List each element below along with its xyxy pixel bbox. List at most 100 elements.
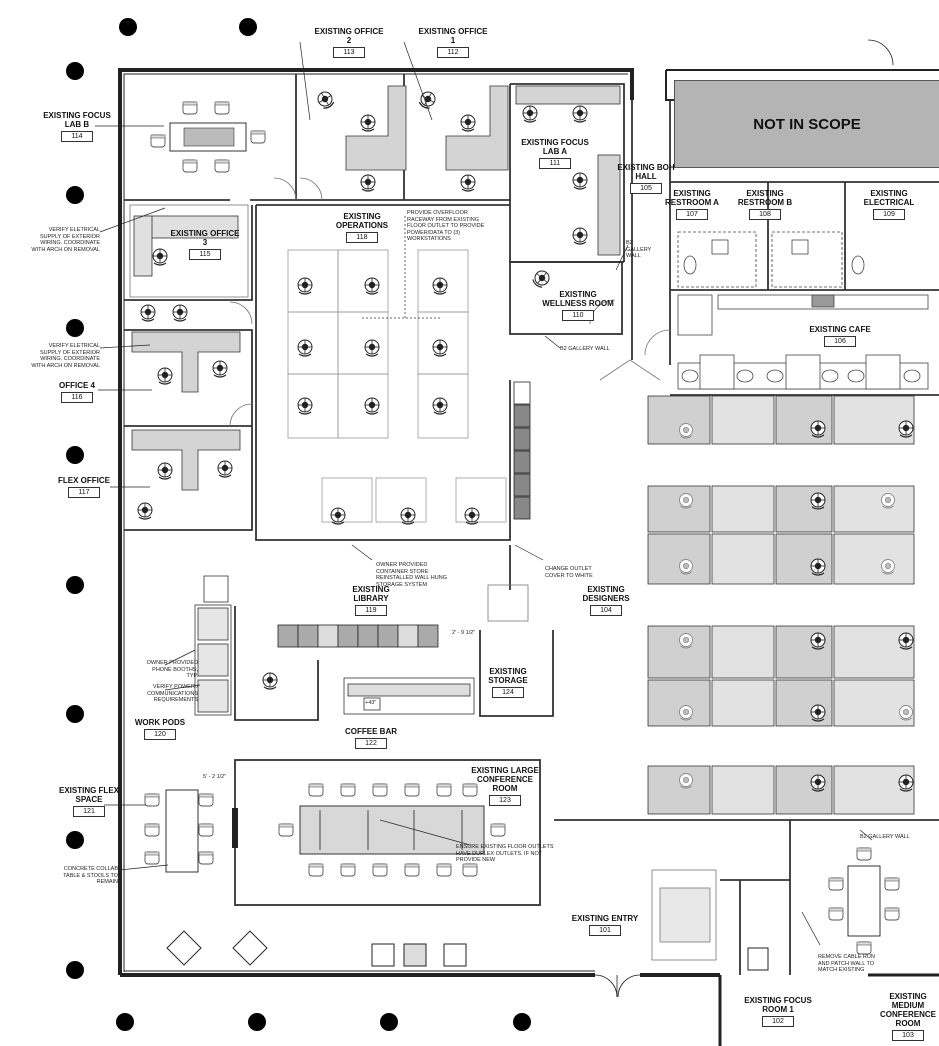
note-phone-booths: OWNER PROVIDED PHONE BOOTHS, TYP. (146, 660, 198, 679)
height-coffee-bar: +43" (365, 700, 377, 706)
room-name: EXISTING CAFE (809, 325, 871, 334)
room-label-electrical: EXISTING ELECTRICAL 109 (850, 189, 928, 220)
medium-conference-furniture (828, 847, 900, 955)
room-label-designers: EXISTING DESIGNERS 104 (570, 585, 642, 616)
room-number: 107 (676, 209, 708, 220)
operations-workstations (287, 249, 507, 523)
room-name: EXISTING FOCUS ROOM 1 (744, 996, 812, 1014)
room-name: EXISTING RESTROOM A (665, 189, 719, 207)
room-name: EXISTING MEDIUM CONFERENCE ROOM (879, 992, 936, 1028)
room-number: 118 (346, 232, 378, 243)
room-label-operations: EXISTING OPERATIONS 118 (324, 212, 400, 243)
note-verify-power: VERIFY POWER / COMMUNICATIONS REQUIREMEN… (147, 684, 198, 703)
note-provide-raceway: PROVIDE OVERFLOOR RACEWAY FROM EXISTING … (407, 210, 485, 242)
room-name: FLEX OFFICE (58, 476, 110, 485)
room-label-library: EXISTING LIBRARY 119 (336, 585, 406, 616)
room-label-boh-hall: EXISTING BOH HALL 105 (606, 163, 686, 194)
room-name: EXISTING RESTROOM B (737, 189, 793, 207)
room-label-restroom-b: EXISTING RESTROOM B 108 (730, 189, 800, 220)
room-label-office-1: EXISTING OFFICE 1 112 (406, 27, 500, 58)
room-name: OFFICE 4 (58, 381, 95, 390)
room-name: EXISTING DESIGNERS (582, 585, 630, 603)
dimension-flex-space: 5' - 2 1/2" (203, 774, 227, 780)
room-number: 101 (589, 925, 621, 936)
room-name: EXISTING OPERATIONS (335, 212, 389, 230)
collab-table (144, 789, 214, 873)
room-name: EXISTING WELLNESS ROOM (542, 290, 614, 308)
room-label-focus-room-1: EXISTING FOCUS ROOM 1 102 (740, 996, 816, 1027)
room-label-large-conference: EXISTING LARGE CONFERENCE ROOM 123 (460, 766, 550, 806)
room-number: 119 (355, 605, 387, 616)
note-change-outlet: CHANGE OUTLET COVER TO WHITE (545, 566, 593, 579)
note-remove-cable: REMOVE CABLE RUN AND PATCH WALL TO MATCH… (818, 954, 875, 973)
room-name: EXISTING LARGE CONFERENCE ROOM (471, 766, 539, 793)
room-name: EXISTING FLEX SPACE (58, 786, 119, 804)
room-name: EXISTING LIBRARY (352, 585, 390, 603)
room-name: EXISTING FOCUS LAB A (521, 138, 589, 156)
room-number: 112 (437, 47, 469, 58)
designers-workstations (647, 395, 915, 815)
room-number: 116 (61, 392, 93, 403)
room-name: EXISTING ENTRY (571, 914, 639, 923)
large-conference-table (232, 783, 506, 877)
room-label-cafe: EXISTING CAFE 106 (798, 325, 882, 347)
room-number: 103 (892, 1030, 924, 1041)
focus-lab-b-furniture (150, 101, 266, 173)
note-verify-exterior-wiring: VERIFY ELETRICAL SUPPLY OF EXTERIOR WIRI… (31, 227, 100, 253)
container-store-storage (513, 381, 531, 520)
note-verify-exterior-wiring-2: VERIFY ELETRICAL SUPPLY OF EXTERIOR WIRI… (31, 343, 100, 369)
room-label-work-pods: WORK PODS 120 (124, 718, 196, 740)
room-label-office-4: OFFICE 4 116 (42, 381, 112, 403)
note-b2-gallery-wall-conference: B2 GALLERY WALL (860, 834, 910, 840)
room-number: 123 (489, 795, 521, 806)
note-concrete-table: CONCRETE COLLAB TABLE & STOOLS TO REMAIN (63, 866, 118, 885)
room-number: 114 (61, 131, 93, 142)
room-number: 102 (762, 1016, 794, 1027)
coffee-bar-counter (343, 677, 475, 715)
room-name: EXISTING OFFICE 2 (314, 27, 384, 45)
room-number: 105 (630, 183, 662, 194)
room-label-restroom-a: EXISTING RESTROOM A 107 (658, 189, 726, 220)
note-floor-outlets: ENSURE EXISTING FLOOR OUTLETS HAVE DUPLE… (456, 844, 554, 863)
room-number: 110 (562, 310, 594, 321)
cafe-furniture (677, 354, 929, 390)
not-in-scope-block: NOT IN SCOPE (674, 80, 939, 168)
dimension-library: 2' - 9 1/2" (452, 630, 476, 636)
restroom-fixtures (677, 231, 929, 336)
operations-chairs (297, 277, 480, 525)
room-number: 120 (144, 729, 176, 740)
library-shelving (277, 624, 439, 648)
room-number: 108 (749, 209, 781, 220)
lounge-chairs (166, 930, 769, 971)
room-name: WORK PODS (134, 718, 186, 727)
phone-booths (194, 575, 232, 716)
room-label-entry: EXISTING ENTRY 101 (560, 914, 650, 936)
room-number: 109 (873, 209, 905, 220)
detail-lines (129, 177, 717, 961)
room-label-wellness: EXISTING WELLNESS ROOM 110 (528, 290, 628, 321)
room-number: 122 (355, 738, 387, 749)
room-number: 124 (492, 687, 524, 698)
room-name: EXISTING OFFICE 1 (418, 27, 488, 45)
room-number: 104 (590, 605, 622, 616)
note-b2-gallery-wall: B2 GALLERY WALL (626, 240, 652, 259)
room-label-flex-space: EXISTING FLEX SPACE 121 (42, 786, 136, 817)
room-name: EXISTING ELECTRICAL (863, 189, 915, 207)
room-name: EXISTING OFFICE 3 (170, 229, 240, 247)
room-number: 117 (68, 487, 100, 498)
work-pod-chair (262, 672, 278, 690)
room-number: 106 (824, 336, 856, 347)
room-label-medium-conference: EXISTING MEDIUM CONFERENCE ROOM 103 (878, 992, 938, 1041)
note-b2-gallery-wall-wellness: B2 GALLERY WALL (560, 346, 610, 352)
exterior-walls (118, 39, 939, 1046)
leader-lines (95, 41, 873, 946)
designers-chairs (679, 420, 914, 792)
room-name: EXISTING STORAGE (488, 667, 528, 685)
room-name: EXISTING BOH HALL (617, 163, 675, 181)
room-number: 121 (73, 806, 105, 817)
